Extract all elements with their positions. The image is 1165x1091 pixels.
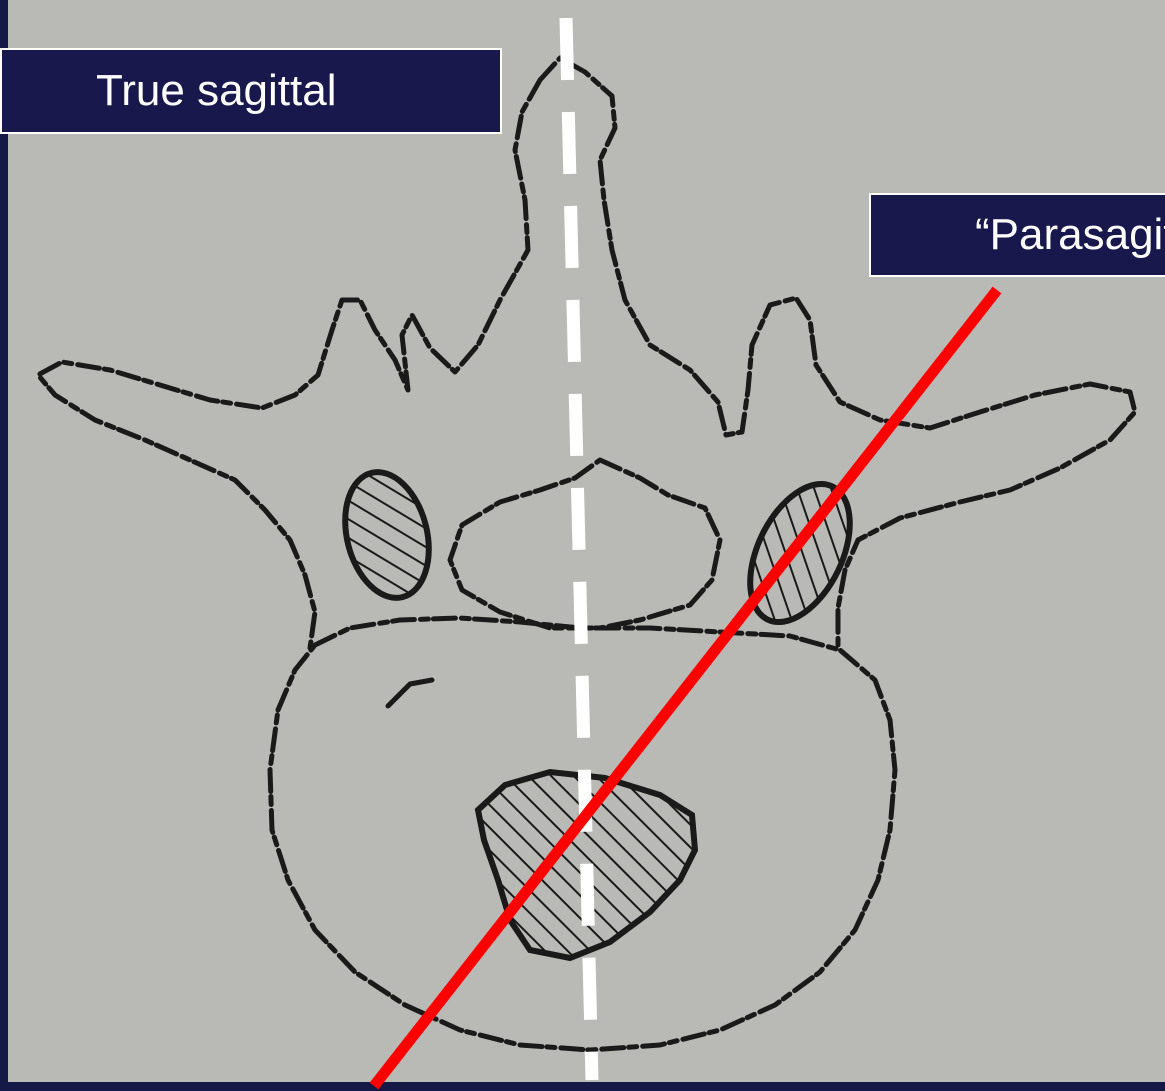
posterior-elements-outline — [38, 58, 1135, 648]
parasagittal-label: “Parasagittal” — [869, 193, 1165, 277]
true-sagittal-label: True sagittal — [0, 48, 502, 134]
parasagittal-line — [374, 290, 997, 1086]
body-crease — [388, 680, 432, 706]
left-facet-hatch — [333, 463, 442, 607]
parasagittal-text: “Parasagittal” — [975, 210, 1165, 260]
true-sagittal-text: True sagittal — [96, 66, 336, 116]
